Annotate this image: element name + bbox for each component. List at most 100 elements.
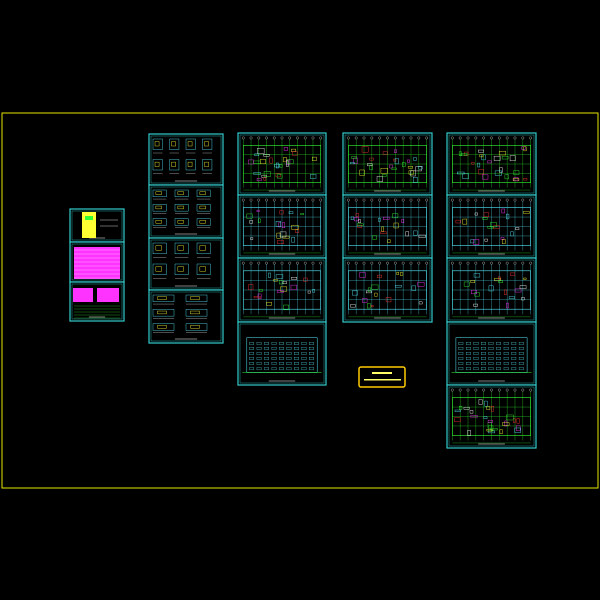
- plan-room-detail: [418, 301, 423, 305]
- detail-callout: [171, 161, 176, 167]
- plan-room-detail: [276, 162, 279, 169]
- elevation-window: [518, 362, 524, 365]
- plan-room-detail: [508, 296, 515, 299]
- axis-bubble: [450, 388, 454, 392]
- plan-room-detail: [454, 417, 461, 423]
- axis-bubble: [450, 136, 454, 140]
- detail-drawing: [152, 159, 163, 171]
- axis-bubble: [409, 198, 413, 202]
- plan-room-detail: [487, 160, 492, 164]
- plan-room-detail: [460, 153, 468, 156]
- plan-room-detail: [501, 208, 505, 214]
- elevation-window: [256, 367, 262, 371]
- plan-room-detail: [474, 212, 478, 216]
- plan-room-detail: [470, 280, 475, 284]
- elevation-window: [249, 347, 254, 350]
- plan-room-detail: [282, 222, 286, 228]
- detail-drawing: [202, 159, 213, 171]
- detail-callout: [190, 310, 200, 315]
- plan-room-detail: [413, 157, 417, 161]
- elevation-window: [511, 362, 517, 365]
- plan-room-detail: [470, 239, 475, 244]
- elevation-window: [496, 342, 501, 345]
- axis-bubble: [529, 261, 533, 265]
- detail-drawing: [152, 218, 167, 226]
- plan-room-detail: [353, 157, 358, 164]
- plan-room-detail: [359, 169, 365, 176]
- plan-room-detail: [275, 274, 284, 279]
- sheet-group-plans-a[interactable]: [237, 132, 327, 386]
- axis-bubble: [319, 136, 323, 140]
- drawing-sheet-inner-border: [239, 323, 325, 384]
- plan-room-detail: [353, 217, 359, 222]
- axis-bubble: [425, 136, 429, 140]
- axis-bubble: [505, 261, 509, 265]
- plan-room-detail: [381, 174, 387, 177]
- elevation-window: [301, 367, 307, 371]
- axis-bubble: [370, 136, 374, 140]
- plan-room-detail: [256, 178, 262, 182]
- drawing-sheet-inner-border: [448, 134, 535, 194]
- elevation-window: [264, 362, 269, 365]
- axis-bubble: [497, 388, 501, 392]
- axis-bubble: [482, 136, 486, 140]
- detail-callout: [187, 141, 193, 147]
- plan-room-detail: [413, 177, 418, 183]
- plan-room-detail: [283, 157, 287, 163]
- elevation-window: [458, 367, 464, 371]
- plan-room-detail: [473, 239, 480, 245]
- elevation-window: [518, 367, 524, 371]
- detail-callout: [155, 245, 162, 251]
- axis-bubble: [272, 136, 276, 140]
- elevation-window: [511, 367, 517, 371]
- plan-room-detail: [307, 290, 311, 294]
- elevation-window: [473, 347, 479, 350]
- plan-room-detail: [376, 274, 382, 278]
- plan-room-detail: [269, 157, 273, 164]
- detail-drawing: [169, 159, 180, 171]
- plan-room-detail: [510, 272, 516, 276]
- elevation-window: [264, 367, 269, 371]
- axis-bubble: [378, 136, 382, 140]
- elevation-window: [473, 362, 479, 365]
- axis-bubble: [393, 198, 397, 202]
- sheet-group-details[interactable]: [148, 133, 224, 344]
- plan-room-detail: [402, 162, 406, 167]
- sheet-group-plans-c[interactable]: [446, 132, 537, 449]
- plan-room-detail: [312, 289, 315, 293]
- axis-bubble: [311, 136, 315, 140]
- plan-room-detail: [253, 172, 261, 175]
- sheet-group-cover[interactable]: [69, 208, 125, 322]
- plan-room-detail: [494, 277, 501, 282]
- elevation-window: [503, 367, 509, 371]
- axis-bubble: [466, 388, 470, 392]
- elevation-window: [458, 362, 464, 365]
- plan-room-detail: [352, 290, 358, 296]
- elevation-window: [256, 357, 262, 360]
- detail-callout: [190, 325, 200, 329]
- detail-drawing: [174, 218, 189, 226]
- plan-room-detail: [477, 162, 481, 168]
- axis-bubble: [303, 198, 307, 202]
- drawing-sheet-border: [69, 208, 125, 243]
- axis-bubble: [474, 198, 478, 202]
- detail-callout: [157, 325, 167, 329]
- detail-callout: [154, 141, 160, 147]
- plan-room-detail: [310, 174, 317, 179]
- elevation-window: [301, 362, 307, 365]
- axis-bubble: [362, 136, 366, 140]
- elevation-window: [279, 342, 284, 345]
- elevation-window: [286, 342, 292, 345]
- plan-room-detail: [385, 297, 392, 303]
- detail-drawing: [196, 204, 211, 212]
- plan-room-detail: [471, 162, 475, 165]
- plan-room-detail: [357, 224, 363, 228]
- plan-room-detail: [408, 170, 414, 175]
- plan-room-detail: [498, 151, 506, 156]
- sheet-group-plans-b[interactable]: [342, 132, 433, 323]
- drawing-sheet-inner-border: [71, 283, 123, 320]
- plan-room-detail: [504, 289, 507, 295]
- axis-bubble: [280, 198, 284, 202]
- plan-room-detail: [509, 155, 516, 162]
